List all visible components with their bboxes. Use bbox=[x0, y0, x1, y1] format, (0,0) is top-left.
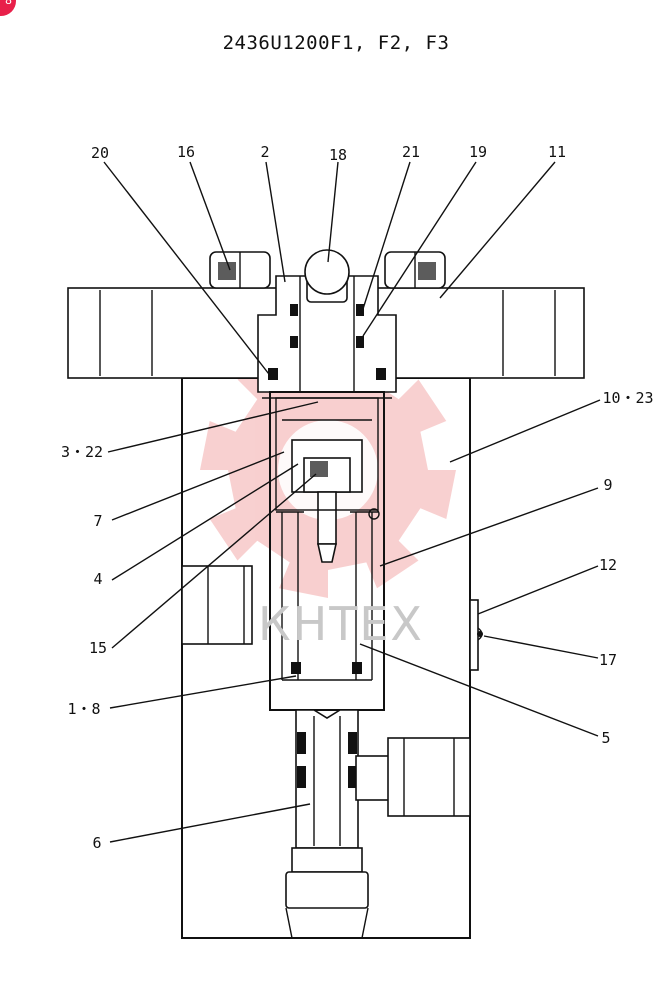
callout-label-2: 2 bbox=[260, 143, 269, 161]
bottom-plug-upper bbox=[291, 847, 363, 873]
right-port bbox=[387, 737, 471, 817]
bolt-knurl-left bbox=[218, 262, 236, 280]
side-plate bbox=[469, 599, 479, 671]
bottom-plug-lower bbox=[285, 871, 369, 909]
cylinder-housing bbox=[269, 391, 385, 711]
callout-label-12: 12 bbox=[599, 556, 617, 574]
needle bbox=[317, 491, 337, 545]
callout-label-6: 6 bbox=[92, 834, 101, 852]
callout-label-1-8: 1・8 bbox=[67, 700, 100, 718]
callout-label-7: 7 bbox=[93, 512, 102, 530]
callout-label-21: 21 bbox=[402, 143, 420, 161]
left-port bbox=[181, 565, 253, 645]
bolt-knurl-right bbox=[418, 262, 436, 280]
callout-label-11: 11 bbox=[548, 143, 566, 161]
callout-label-16: 16 bbox=[177, 143, 195, 161]
diagram-title: 2436U1200F1, F2, F3 bbox=[222, 32, 450, 54]
callout-labels: 20 16 2 18 21 19 11 10・23 3・22 9 7 4 12 17 15 1・8 5 6 bbox=[61, 143, 654, 852]
callout-label-5: 5 bbox=[601, 729, 610, 747]
ball bbox=[304, 249, 350, 295]
leader-lines bbox=[103, 161, 601, 843]
callout-label-20: 20 bbox=[91, 144, 109, 162]
callout-label-10-23: 10・23 bbox=[602, 389, 653, 407]
callout-label-4: 4 bbox=[93, 570, 102, 588]
right-port-neck bbox=[355, 755, 391, 801]
callout-label-19: 19 bbox=[469, 143, 487, 161]
callout-label-18: 18 bbox=[329, 146, 347, 164]
callout-label-3-22: 3・22 bbox=[61, 443, 103, 461]
callout-label-9: 9 bbox=[603, 476, 612, 494]
callout-label-17: 17 bbox=[599, 651, 617, 669]
callout-label-15: 15 bbox=[89, 639, 107, 657]
watermark-text: КНТЕХ bbox=[258, 597, 424, 651]
